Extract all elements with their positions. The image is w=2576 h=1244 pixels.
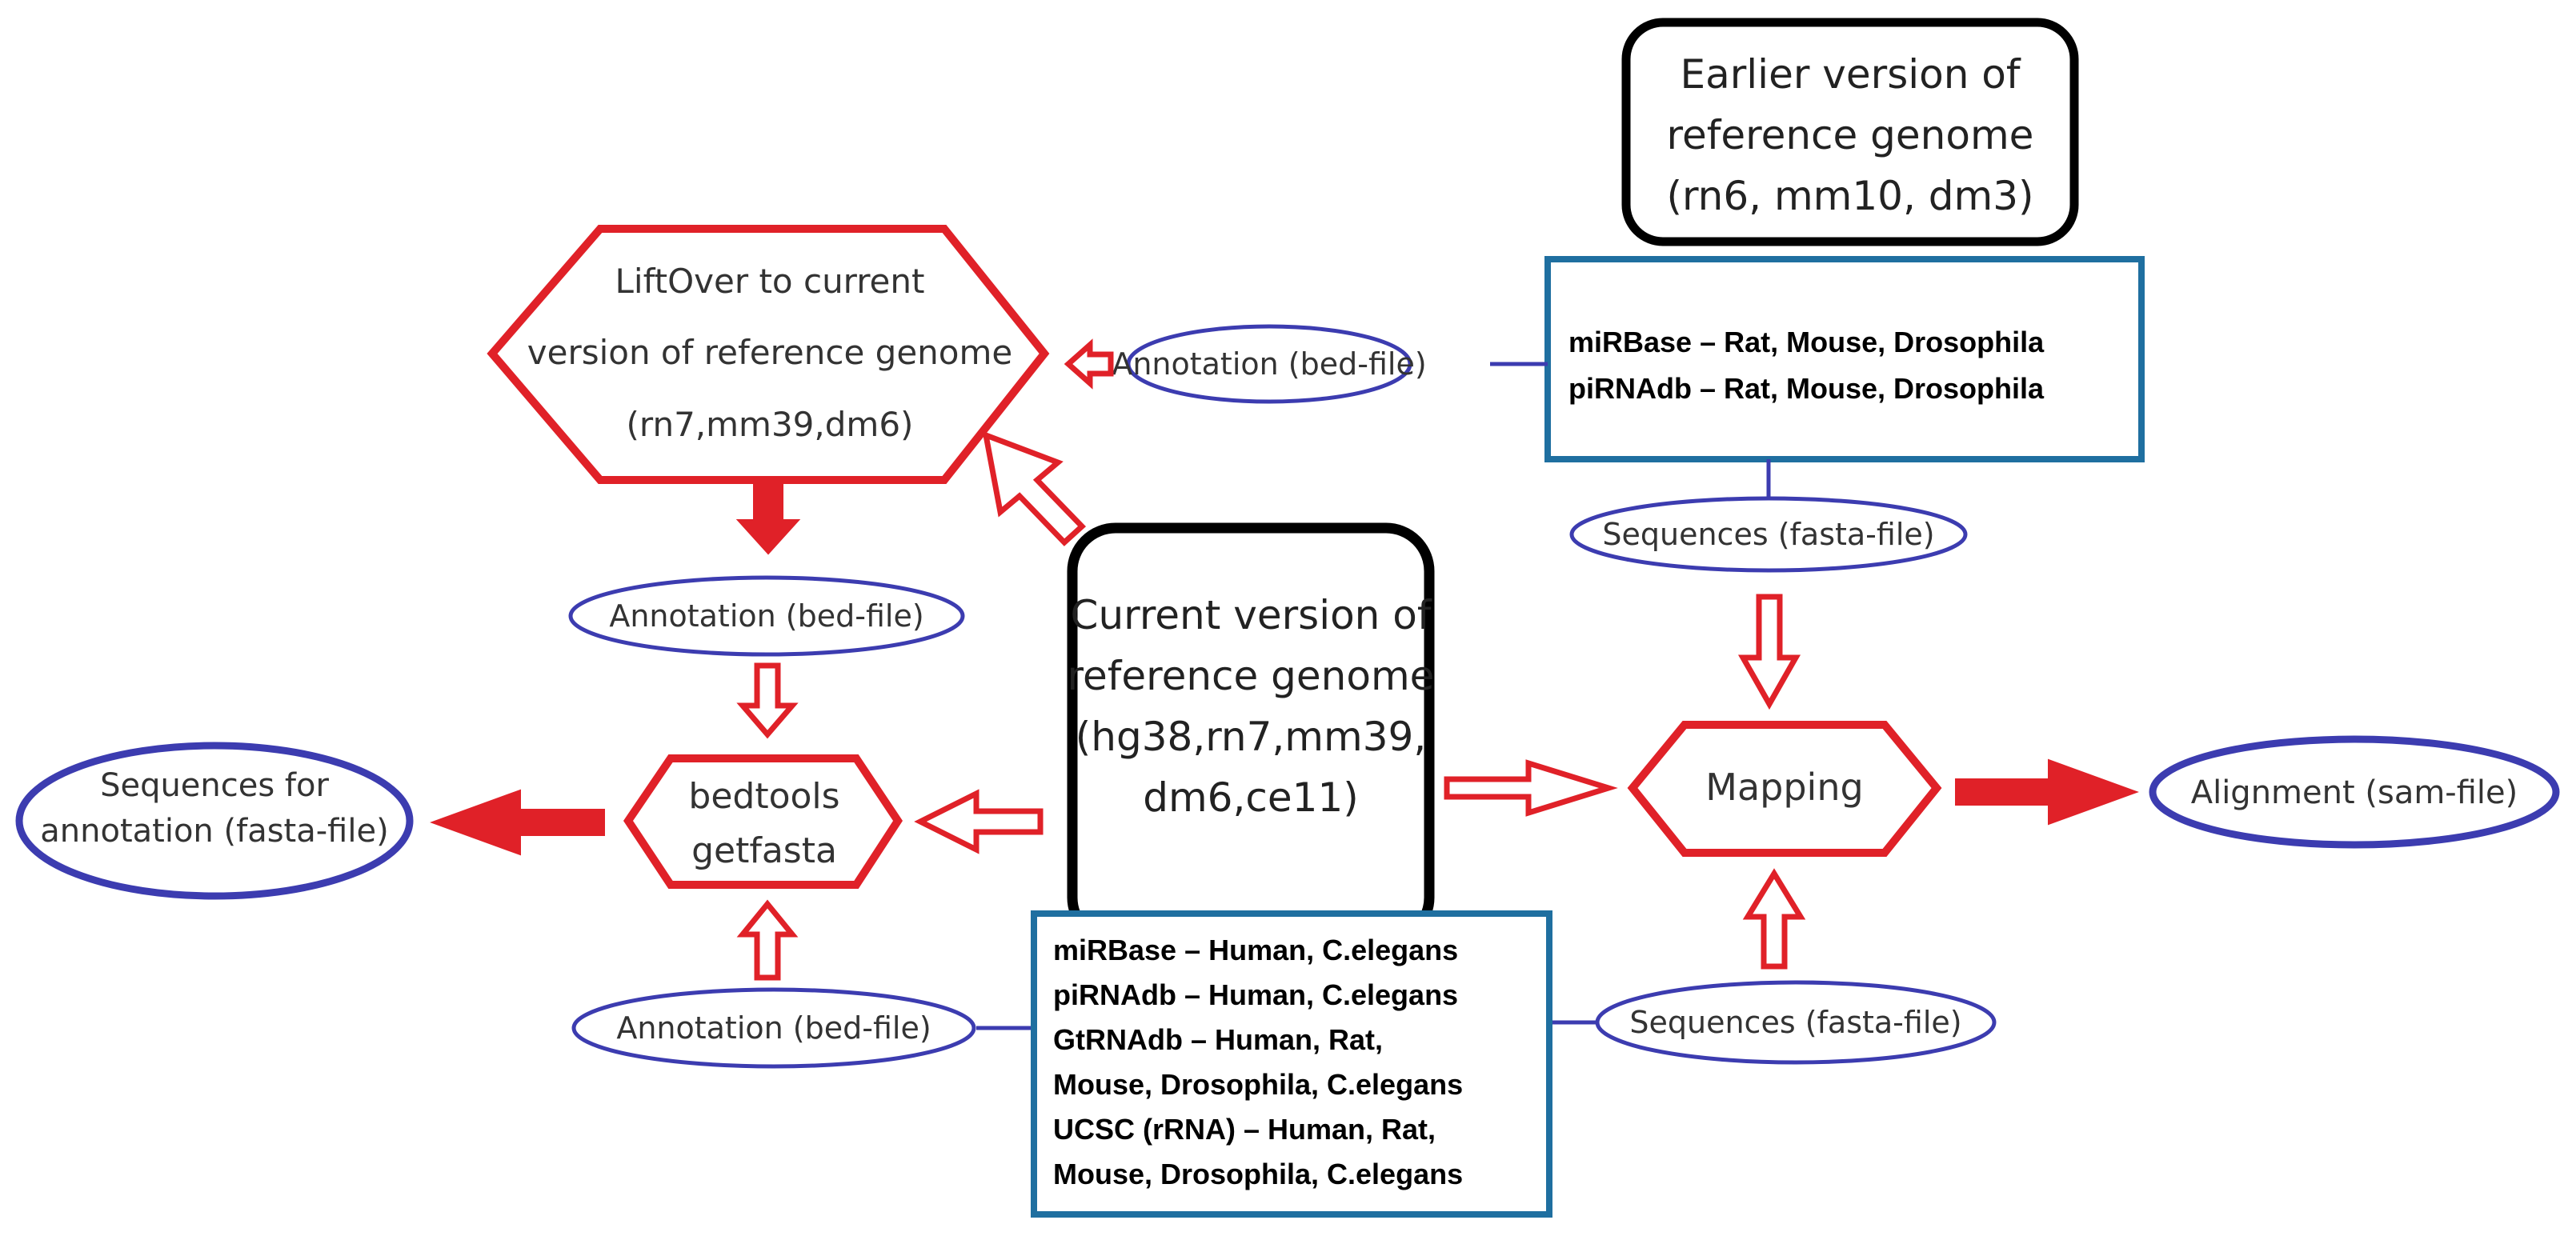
annotation-mid-label: Annotation (bed-file) [609,598,923,634]
arrow-annotation-bottom-to-bedtools [736,899,799,981]
arrow-annotation-to-bedtools [736,662,799,739]
sequences-annotation-line-1: Sequences for [100,767,329,804]
arrow-sequences-top-to-mapping [1737,594,1801,710]
annotation-ellipse-bottom: Annotation (bed-file) [571,987,976,1069]
current-genome-line-3: (hg38,rn7,mm39, [1076,714,1426,760]
db-bottom-line-6: Mouse, Drosophila, C.elegans [1053,1158,1463,1190]
db-bottom-line-4: Mouse, Drosophila, C.elegans [1053,1068,1463,1101]
sequences-annotation-ellipse: Sequences for annotation (fasta-file) [15,742,414,900]
arrow-annotation-to-liftover [1064,338,1114,390]
current-genome-line-4: dm6,ce11) [1143,774,1359,821]
arrow-bedtools-to-sequences [430,789,605,856]
current-genome-line-1: Current version of [1071,592,1432,638]
liftover-line-2: version of reference genome [527,333,1012,372]
liftover-node: LiftOver to current version of reference… [487,225,1050,484]
arrow-sequences-bottom-to-mapping [1742,868,1806,970]
bedtools-line-2: getfasta [691,830,837,871]
bedtools-line-1: bedtools [688,776,839,817]
annotation-ellipse-mid: Annotation (bed-file) [568,575,965,657]
earlier-genome-node: Earlier version of reference genome (rn6… [1621,18,2079,246]
arrow-current-to-liftover [982,430,1087,546]
sequences-annotation-line-2: annotation (fasta-file) [40,813,388,850]
db-top-line-1: miRBase – Rat, Mouse, Drosophila [1568,326,2045,358]
earlier-genome-line-1: Earlier version of [1681,51,2021,98]
sequences-top-label: Sequences (fasta-file) [1602,517,1934,552]
sequences-ellipse-bottom: Sequences (fasta-file) [1595,980,1997,1065]
arrow-mapping-to-alignment [1955,758,2139,826]
bedtools-node: bedtools getfasta [623,754,903,889]
db-bottom-line-3: GtRNAdb – Human, Rat, [1053,1023,1383,1056]
annotation-bottom-label: Annotation (bed-file) [616,1010,931,1046]
alignment-ellipse: Alignment (sam-file) [2149,735,2560,849]
db-top-box: miRBase – Rat, Mouse, Drosophila piRNAdb… [1544,256,2145,462]
annotation-top-label: Annotation (bed-file) [1112,346,1426,382]
arrow-liftover-to-annotation [735,482,801,555]
alignment-label: Alignment (sam-file) [2191,774,2518,811]
earlier-genome-line-2: reference genome [1667,112,2034,158]
sequences-ellipse-top: Sequences (fasta-file) [1569,496,1968,573]
sequences-bottom-label: Sequences (fasta-file) [1629,1005,1961,1040]
current-genome-node: Current version of reference genome (hg3… [1067,522,1435,946]
db-top-line-2: piRNAdb – Rat, Mouse, Drosophila [1568,372,2045,405]
db-bottom-line-5: UCSC (rRNA) – Human, Rat, [1053,1113,1436,1146]
arrow-current-to-bedtools [914,789,1044,854]
db-bottom-line-1: miRBase – Human, C.elegans [1053,934,1458,966]
annotation-ellipse-top: Annotation (bed-file) [1112,324,1427,404]
current-genome-line-2: reference genome [1068,653,1435,699]
mapping-node: Mapping [1627,721,1942,857]
earlier-genome-line-3: (rn6, mm10, dm3) [1666,173,2033,219]
arrow-current-to-mapping [1444,759,1618,817]
db-bottom-line-2: piRNAdb – Human, C.elegans [1053,978,1458,1011]
liftover-line-3: (rn7,mm39,dm6) [627,405,914,444]
db-bottom-box: miRBase – Human, C.elegans piRNAdb – Hum… [1031,910,1552,1218]
liftover-line-1: LiftOver to current [615,262,925,301]
mapping-label: Mapping [1705,766,1863,809]
